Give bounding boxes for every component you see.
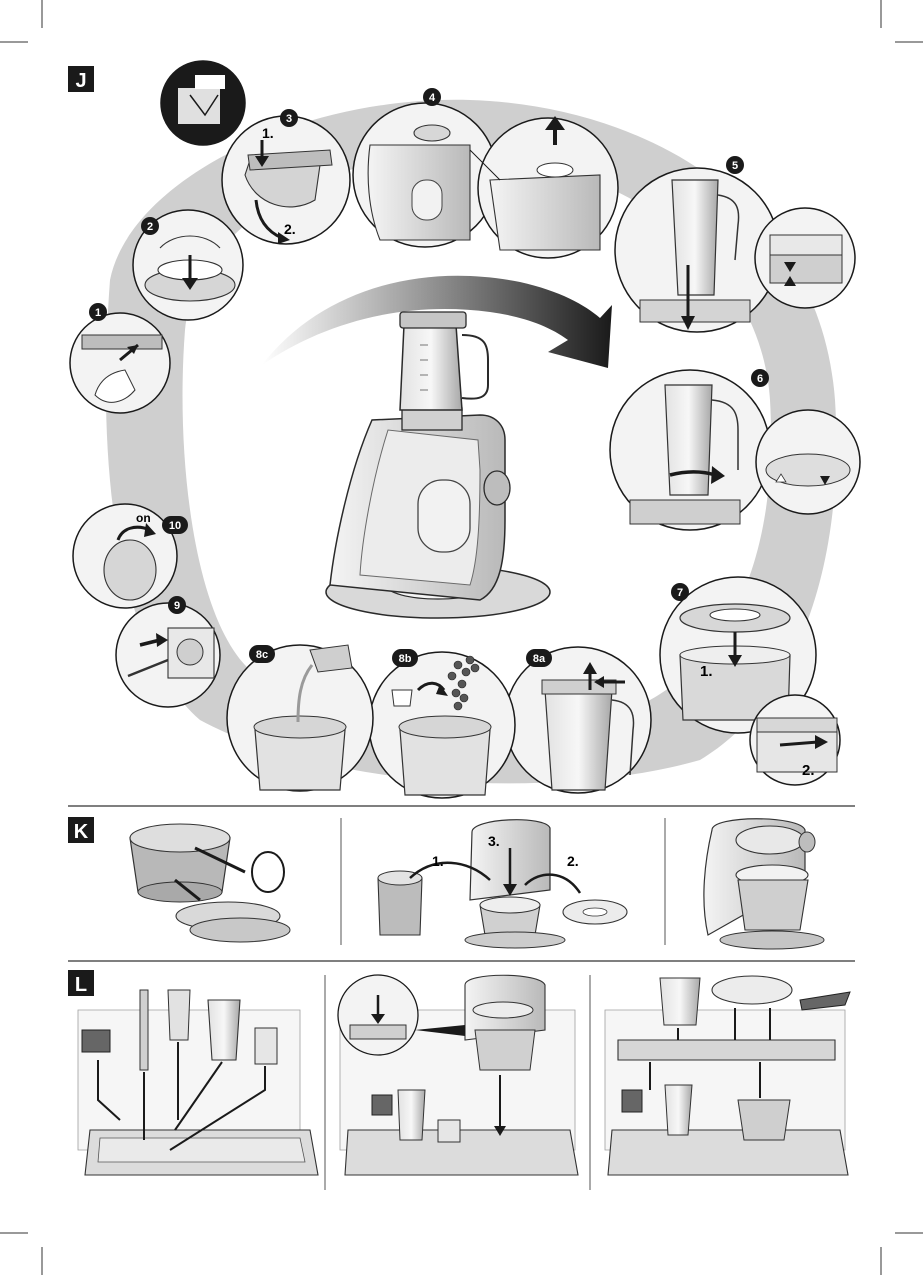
step-3-sub-1: 1. [262, 125, 274, 141]
badge-3-label: 3 [286, 113, 292, 125]
k-sub-3: 3. [488, 833, 500, 849]
badge-8c: 8c [249, 645, 275, 663]
step-9-panel [116, 603, 220, 707]
badge-6-label: 6 [757, 373, 763, 385]
section-l-label: L [75, 974, 87, 996]
step-8a-panel [505, 647, 651, 793]
badge-9-label: 9 [174, 600, 180, 612]
step-8b-panel [369, 652, 515, 798]
badge-8b: 8b [392, 649, 418, 667]
step-3-inset [161, 61, 245, 145]
badge-8a: 8a [526, 649, 552, 667]
badge-8a-label: 8a [533, 653, 546, 665]
l-panel-packing-1 [78, 990, 318, 1175]
l-panel-packing-3 [605, 976, 850, 1175]
l-panel-packing-2 [338, 975, 578, 1175]
food-processor-main [326, 312, 550, 618]
step-10-on-label: on [136, 511, 151, 525]
badge-6: 6 [751, 369, 769, 387]
badge-5-label: 5 [732, 160, 738, 172]
step-1-panel [70, 313, 170, 413]
step-8c-panel [227, 645, 373, 791]
k-sub-1: 1. [432, 853, 444, 869]
section-j-label: J [75, 70, 86, 92]
badge-8b-label: 8b [399, 653, 412, 665]
badge-8c-label: 8c [256, 649, 268, 661]
badge-1-label: 1 [95, 307, 101, 319]
badge-3: 3 [280, 109, 298, 127]
step-7-sub-2: 2. [802, 762, 815, 779]
step-10-panel: on [73, 504, 177, 608]
badge-2-label: 2 [147, 221, 153, 233]
step-3-sub-2: 2. [284, 221, 296, 237]
section-k-label: K [74, 821, 89, 843]
section-j-badge: J [68, 66, 94, 92]
k-panel-assembled [704, 819, 824, 949]
k-sub-2: 2. [567, 853, 579, 869]
badge-10: 10 [162, 516, 188, 534]
step-3-panel: 1. 2. [222, 116, 350, 244]
badge-7-label: 7 [677, 587, 683, 599]
k-panel-assembly: 1. 2. 3. [378, 820, 627, 948]
badge-1: 1 [89, 303, 107, 321]
section-k-badge: K [68, 817, 94, 843]
badge-2: 2 [141, 217, 159, 235]
badge-4-label: 4 [429, 92, 436, 104]
badge-4: 4 [423, 88, 441, 106]
badge-7: 7 [671, 583, 689, 601]
section-l-badge: L [68, 970, 94, 996]
badge-10-label: 10 [169, 520, 181, 532]
step-5-panel [615, 168, 855, 332]
step-7-sub-1: 1. [700, 663, 713, 680]
k-panel-storage-bowl [130, 824, 290, 942]
badge-5: 5 [726, 156, 744, 174]
badge-9: 9 [168, 596, 186, 614]
